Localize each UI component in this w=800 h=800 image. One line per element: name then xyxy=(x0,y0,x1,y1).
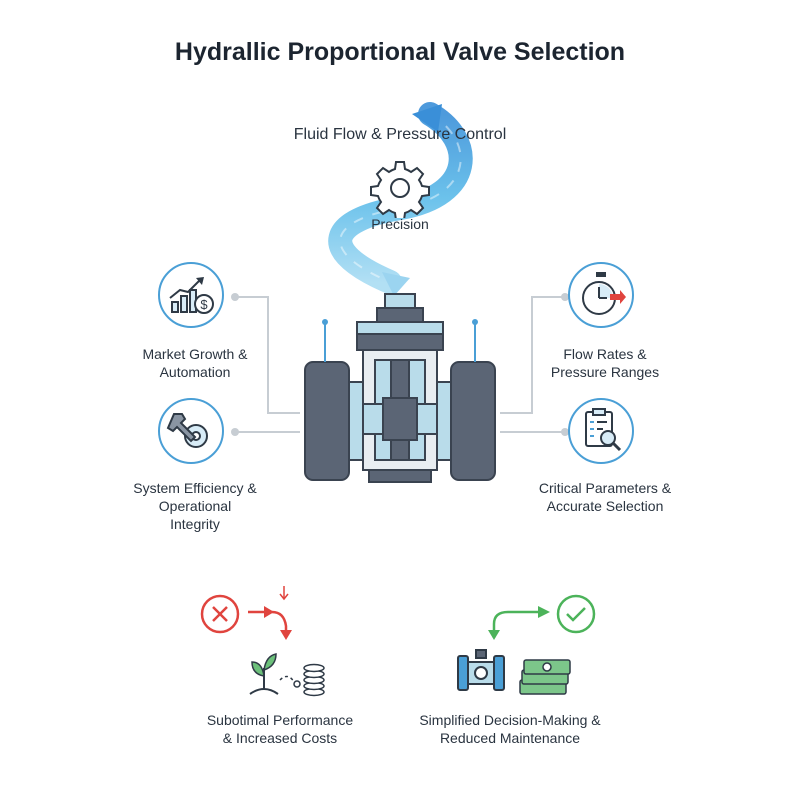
clipboard-magnifier-icon xyxy=(568,398,634,464)
positive-path-arrow xyxy=(488,606,550,640)
right-label-2: Critical Parameters & Accurate Selection xyxy=(538,480,672,514)
left-label-1: Market Growth & Automation xyxy=(142,346,248,380)
proportional-valve xyxy=(304,293,496,483)
valve-money-icon xyxy=(457,649,571,695)
bottom-right-label: Simplified Decision-Making & Reduced Mai… xyxy=(419,712,601,746)
flow-label: Fluid Flow & Pressure Control xyxy=(293,126,507,143)
page-title: Hydrallic Proportional Valve Selection xyxy=(174,38,626,66)
bottom-left-label: Subotimal Performance & Increased Costs xyxy=(206,712,354,746)
gear-icon xyxy=(370,161,430,218)
right-label-1: Flow Rates & Pressure Ranges xyxy=(550,346,660,380)
svg-text:$: $ xyxy=(200,297,208,312)
negative-path-arrow xyxy=(248,586,292,640)
x-circle-icon xyxy=(200,594,240,634)
left-label-2: System Efficiency & Operational Integrit… xyxy=(133,480,257,532)
precision-label: Precision xyxy=(371,216,429,232)
stopwatch-icon xyxy=(568,262,634,328)
wrench-gear-icon xyxy=(158,398,224,464)
growth-chart-dollar-icon: $ xyxy=(158,262,224,328)
check-circle-icon xyxy=(556,594,596,634)
plant-coins-icon xyxy=(249,653,325,697)
